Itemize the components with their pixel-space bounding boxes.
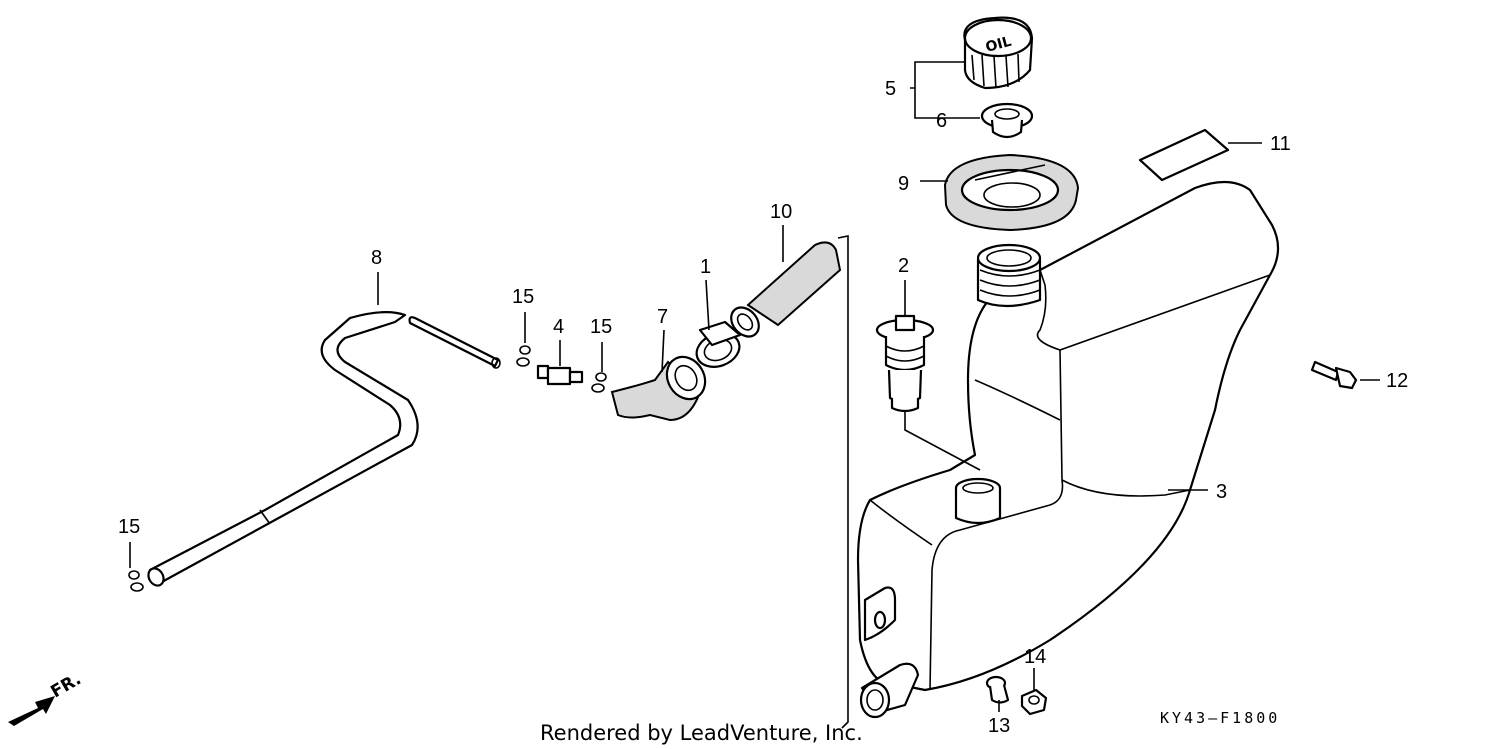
drawing-code: KY43–F1800 — [1160, 709, 1280, 727]
callout-15-b: 15 — [590, 316, 612, 338]
callout-10: 10 — [770, 201, 792, 223]
callout-15-c: 15 — [118, 516, 140, 538]
leader-lines — [129, 61, 1380, 712]
callout-14: 14 — [1024, 646, 1046, 668]
caution-label[interactable] — [1138, 128, 1230, 182]
callout-6: 6 — [936, 110, 947, 132]
sensor-leader — [904, 280, 981, 471]
oil-tank-cap[interactable]: OIL — [963, 16, 1034, 90]
callout-9: 9 — [898, 173, 909, 195]
hose-clamp[interactable] — [692, 320, 744, 373]
breather-tube[interactable] — [145, 311, 501, 588]
tube-clip-c[interactable] — [128, 570, 144, 592]
callout-3: 3 — [1216, 481, 1227, 503]
oil-tank[interactable] — [856, 180, 1280, 719]
cap-seal[interactable] — [980, 102, 1034, 139]
callout-12: 12 — [1386, 370, 1408, 392]
callout-5: 5 — [885, 78, 896, 100]
tube-clip-b[interactable] — [591, 372, 607, 393]
credit-text: Rendered by LeadVenture, Inc. — [540, 721, 863, 745]
front-direction-arrow: FR. — [8, 669, 85, 726]
oil-feed-elbow-hose[interactable] — [610, 350, 713, 422]
tube-clip-a[interactable] — [516, 345, 531, 367]
oil-strainer[interactable] — [726, 241, 842, 342]
flange-nut[interactable] — [1020, 688, 1048, 716]
callout-11: 11 — [1270, 133, 1291, 155]
hose-joint[interactable] — [536, 364, 584, 386]
callout-8: 8 — [371, 247, 382, 269]
callout-2: 2 — [898, 255, 909, 277]
callout-15-a: 15 — [512, 286, 534, 308]
cap-oil-text: OIL — [984, 34, 1013, 56]
filler-pad[interactable] — [943, 153, 1080, 232]
callout-1: 1 — [700, 256, 711, 278]
callout-13: 13 — [988, 715, 1010, 737]
callout-4: 4 — [553, 316, 564, 338]
oil-level-sensor[interactable] — [875, 314, 935, 413]
assembly-boundary-line — [837, 235, 849, 729]
mounting-bolt[interactable] — [1310, 360, 1358, 390]
collar[interactable] — [985, 675, 1010, 704]
callout-7: 7 — [657, 306, 668, 328]
